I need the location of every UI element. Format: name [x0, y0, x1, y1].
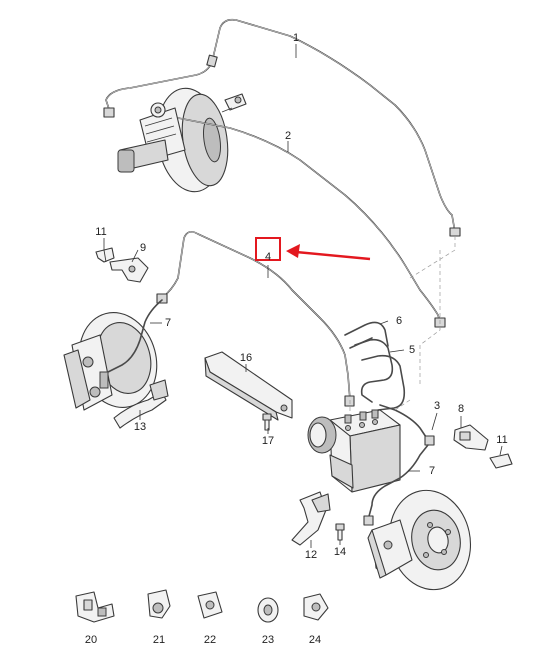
highlight-box — [255, 237, 281, 261]
brake-hose-7-right — [363, 444, 429, 526]
part-number-7-left: 7 — [164, 317, 172, 329]
brake-hose-7-left — [107, 299, 163, 373]
part-number-2: 2 — [284, 130, 292, 142]
part-number-8: 8 — [457, 403, 465, 415]
brake-booster — [117, 87, 247, 193]
part-number-16: 16 — [239, 352, 253, 364]
bolt-17 — [262, 413, 272, 431]
part-number-6: 6 — [395, 315, 403, 327]
leader-lines — [103, 44, 503, 548]
part-number-14: 14 — [333, 546, 347, 558]
bracket-8 — [453, 424, 489, 451]
part-number-5: 5 — [408, 344, 416, 356]
right-brake-assembly — [367, 489, 472, 591]
part-number-9: 9 — [139, 242, 147, 254]
red-arrow-indicator — [286, 244, 371, 261]
abs-hydraulic-unit — [307, 409, 401, 493]
part-number-17: 17 — [261, 435, 275, 447]
brake-pipe-4 — [156, 230, 355, 407]
part-number-22: 22 — [203, 634, 217, 646]
part-number-23: 23 — [261, 634, 275, 646]
left-brake-assembly — [63, 312, 158, 411]
bracket-9 — [109, 257, 149, 283]
clip-22 — [197, 591, 223, 619]
part-number-11-left: 11 — [95, 226, 107, 238]
bracket-16 — [204, 351, 293, 421]
part-number-3: 3 — [433, 400, 441, 412]
part-number-1: 1 — [292, 32, 300, 44]
part-number-11-right: 11 — [496, 434, 508, 446]
bolt-14 — [335, 523, 345, 541]
clip-21 — [147, 589, 171, 619]
part-number-20: 20 — [84, 634, 98, 646]
part-number-13: 13 — [133, 421, 147, 433]
part-number-7-right: 7 — [428, 465, 436, 477]
holder-24 — [303, 593, 329, 621]
clip-11-left — [95, 247, 115, 263]
brake-pipe-6 — [344, 321, 389, 349]
part-number-21: 21 — [152, 634, 166, 646]
part-number-24: 24 — [308, 634, 322, 646]
brake-pipe-5 — [354, 338, 406, 411]
part-number-12: 12 — [304, 549, 318, 561]
grommet-23 — [257, 597, 279, 623]
clip-11-right — [489, 453, 513, 469]
brake-pipe-1 — [103, 18, 461, 237]
clip-20 — [75, 591, 115, 623]
part-number-4: 4 — [264, 251, 272, 263]
bracket-12 — [291, 491, 331, 546]
